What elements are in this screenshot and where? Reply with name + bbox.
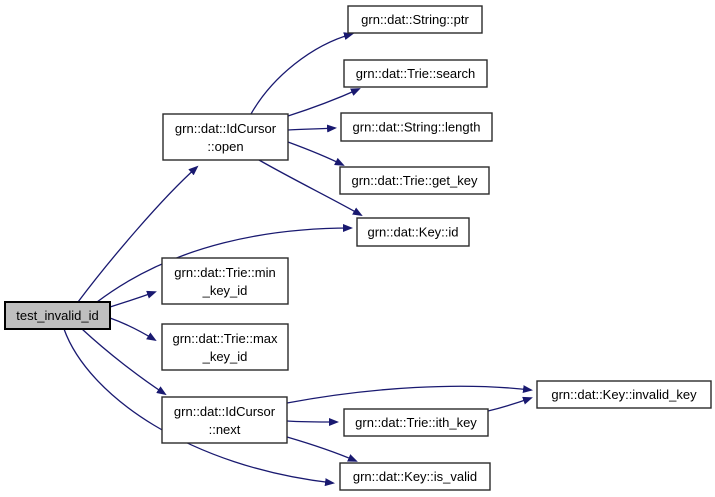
edge-trie-ith-key-to-key-invalid-key: [487, 396, 533, 412]
node-label-string-ptr: grn::dat::String::ptr: [361, 12, 469, 27]
node-key-invalid-key[interactable]: grn::dat::Key::invalid_key: [536, 380, 712, 409]
node-box-idcursor-next[interactable]: [161, 396, 288, 444]
edge-test-invalid-id-to-idcursor-open: [77, 165, 199, 303]
node-box-trie-search[interactable]: [343, 59, 488, 88]
node-trie-search[interactable]: grn::dat::Trie::search: [343, 59, 488, 88]
node-label-string-length: grn::dat::String::length: [353, 120, 481, 135]
node-label-idcursor-next-line2: ::next: [209, 422, 241, 437]
node-label-trie-max-key-id-line2: _key_id: [202, 349, 248, 364]
edge-idcursor-next-to-trie-ith-key: [286, 417, 339, 426]
node-trie-get-key[interactable]: grn::dat::Trie::get_key: [339, 166, 490, 195]
node-box-trie-ith-key[interactable]: [343, 408, 489, 437]
node-box-key-is-valid[interactable]: [339, 462, 491, 491]
node-idcursor-next[interactable]: grn::dat::IdCursor::next: [161, 396, 288, 444]
node-trie-max-key-id[interactable]: grn::dat::Trie::max_key_id: [161, 323, 289, 371]
edge-test-invalid-id-to-trie-min-key-id: [109, 290, 157, 308]
node-string-length[interactable]: grn::dat::String::length: [340, 112, 493, 142]
edge-idcursor-open-to-trie-search: [287, 88, 361, 117]
node-box-idcursor-open[interactable]: [162, 113, 289, 161]
node-key-is-valid[interactable]: grn::dat::Key::is_valid: [339, 462, 491, 491]
edge-test-invalid-id-to-key-id: [96, 224, 353, 303]
node-label-key-is-valid: grn::dat::Key::is_valid: [353, 469, 477, 484]
node-key-id[interactable]: grn::dat::Key::id: [356, 217, 470, 247]
node-idcursor-open[interactable]: grn::dat::IdCursor::open: [162, 113, 289, 161]
edge-idcursor-open-to-key-id: [258, 159, 363, 216]
edge-idcursor-open-to-trie-get-key: [287, 141, 345, 166]
node-label-trie-min-key-id-line1: grn::dat::Trie::min: [174, 265, 275, 280]
edge-idcursor-next-to-key-invalid-key: [286, 385, 533, 404]
node-box-key-id[interactable]: [356, 217, 470, 247]
edge-idcursor-open-to-string-ptr: [250, 32, 354, 115]
node-trie-min-key-id[interactable]: grn::dat::Trie::min_key_id: [161, 257, 289, 305]
node-string-ptr[interactable]: grn::dat::String::ptr: [347, 5, 483, 34]
node-label-trie-max-key-id-line1: grn::dat::Trie::max: [173, 331, 278, 346]
node-box-trie-get-key[interactable]: [339, 166, 490, 195]
node-label-trie-ith-key: grn::dat::Trie::ith_key: [355, 415, 477, 430]
node-box-string-length[interactable]: [340, 112, 493, 142]
node-label-key-id: grn::dat::Key::id: [367, 225, 458, 240]
node-box-test-invalid-id: [4, 301, 111, 330]
node-trie-ith-key[interactable]: grn::dat::Trie::ith_key: [343, 408, 489, 437]
node-label-trie-min-key-id-line2: _key_id: [202, 283, 248, 298]
node-test-invalid-id: test_invalid_id: [4, 301, 111, 330]
node-box-string-ptr[interactable]: [347, 5, 483, 34]
node-box-trie-max-key-id[interactable]: [161, 323, 289, 371]
edge-idcursor-next-to-key-is-valid: [286, 436, 358, 462]
edge-test-invalid-id-to-trie-max-key-id: [109, 317, 157, 342]
node-label-idcursor-open-line2: ::open: [207, 139, 243, 154]
node-label-trie-get-key: grn::dat::Trie::get_key: [352, 173, 478, 188]
node-box-trie-min-key-id[interactable]: [161, 257, 289, 305]
edge-test-invalid-id-to-idcursor-next: [81, 328, 167, 396]
node-label-test-invalid-id: test_invalid_id: [16, 308, 98, 323]
node-box-key-invalid-key[interactable]: [536, 380, 712, 409]
node-label-idcursor-next-line1: grn::dat::IdCursor: [174, 404, 276, 419]
edge-idcursor-open-to-string-length: [287, 124, 337, 133]
node-label-key-invalid-key: grn::dat::Key::invalid_key: [551, 387, 697, 402]
node-label-trie-search: grn::dat::Trie::search: [356, 66, 475, 81]
node-label-idcursor-open-line1: grn::dat::IdCursor: [175, 121, 277, 136]
edge-test-invalid-id-to-key-is-valid: [63, 328, 335, 487]
